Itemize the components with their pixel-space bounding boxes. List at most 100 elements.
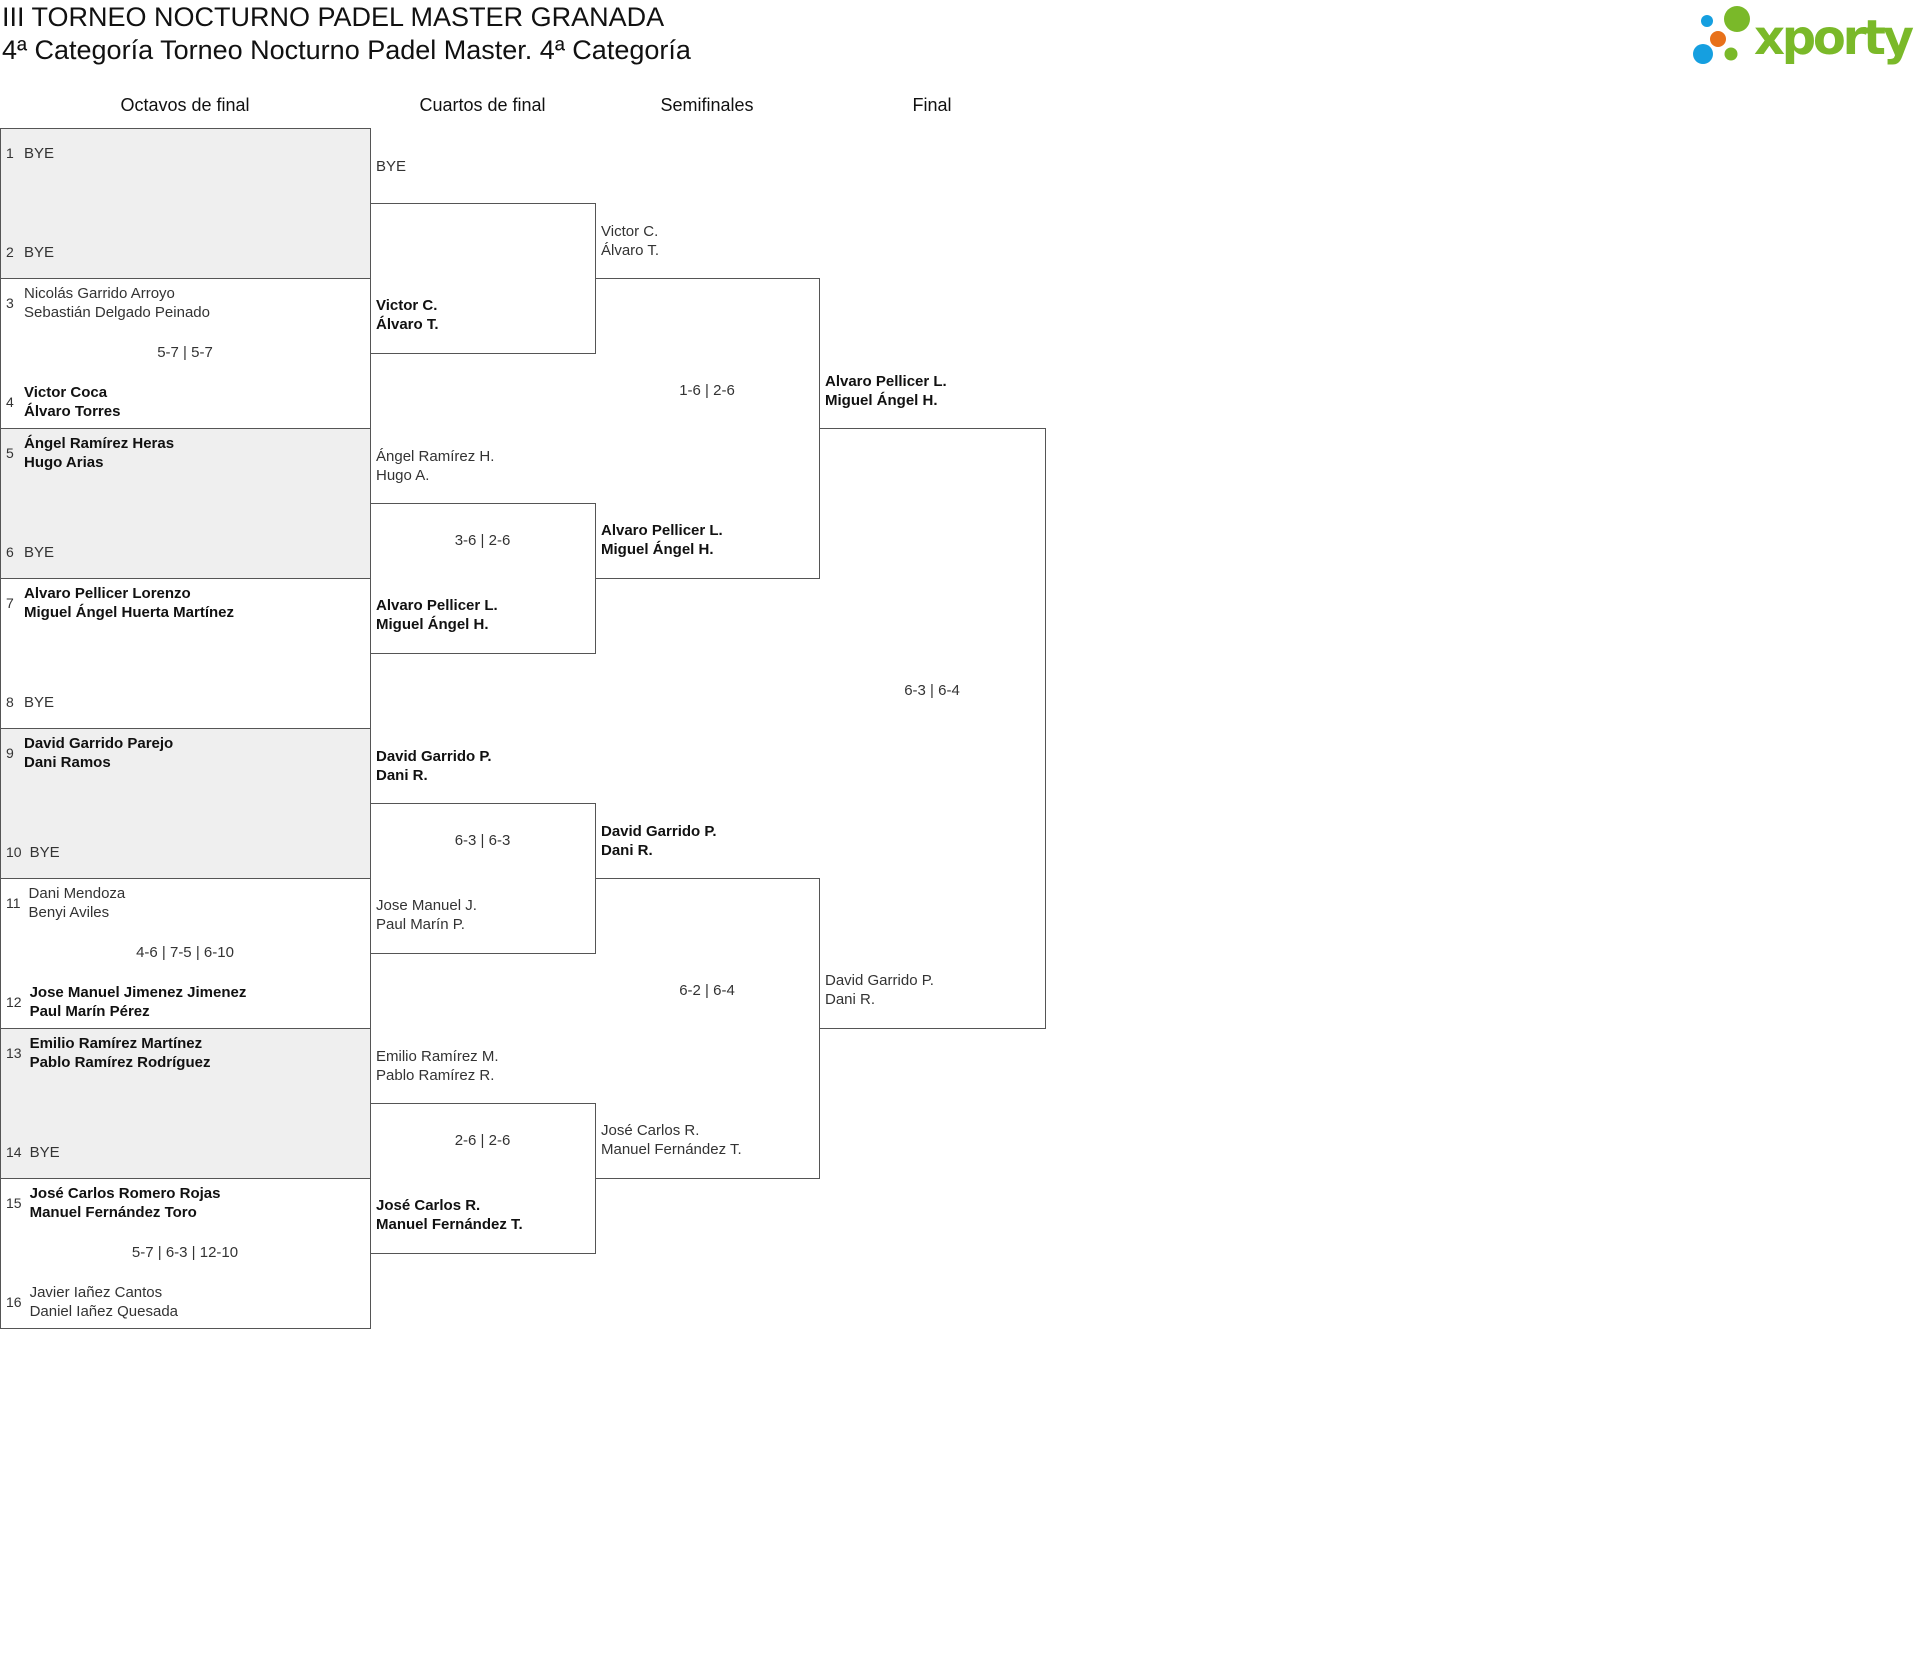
seed-number: 8 bbox=[6, 693, 14, 710]
player-name: Alvaro Pellicer L. bbox=[825, 373, 947, 390]
seed-number: 1 bbox=[6, 144, 14, 161]
player-name: Jose Manuel Jimenez Jimenez bbox=[29, 984, 247, 1001]
team-names: David Garrido P.Dani R. bbox=[825, 971, 934, 1009]
match-box bbox=[0, 1028, 371, 1179]
match-score: 5-7 | 5-7 bbox=[157, 344, 213, 361]
team-names: BYE bbox=[24, 144, 54, 163]
team-names: BYE bbox=[30, 1143, 60, 1162]
seed-number: 4 bbox=[6, 393, 14, 410]
match-score: 6-2 | 6-4 bbox=[679, 982, 735, 999]
player-name: David Garrido P. bbox=[825, 972, 934, 989]
player-name: Alvaro Pellicer L. bbox=[601, 522, 723, 539]
player-name: BYE bbox=[24, 243, 55, 261]
player-name: José Carlos Romero Rojas bbox=[29, 1185, 221, 1202]
player-name: Emilio Ramírez Martínez bbox=[29, 1035, 203, 1052]
round-header: Final bbox=[912, 95, 952, 115]
team-names: Emilio Ramírez M.Pablo Ramírez R. bbox=[376, 1047, 499, 1085]
player-name: Miguel Ángel H. bbox=[601, 541, 714, 558]
team-names: BYE bbox=[30, 843, 60, 862]
team-entry: Ángel Ramírez H.Hugo A. bbox=[376, 447, 591, 485]
player-name: Sebastián Delgado Peinado bbox=[24, 304, 210, 321]
team-entry: Victor C. Álvaro T. bbox=[376, 296, 591, 334]
seed-number: 14 bbox=[6, 1143, 22, 1160]
team-entry: Emilio Ramírez M.Pablo Ramírez R. bbox=[376, 1047, 591, 1085]
seed-number: 5 bbox=[6, 444, 14, 461]
bye-slot: BYE bbox=[376, 147, 591, 185]
player-name: BYE bbox=[24, 144, 55, 162]
team-names: Jose Manuel J. Paul Marín P. bbox=[376, 896, 477, 934]
match-score: 3-6 | 2-6 bbox=[454, 532, 511, 549]
player-name: Manuel Fernández Toro bbox=[29, 1204, 197, 1221]
player-name: Álvaro Torres bbox=[24, 403, 121, 420]
player-name: Nicolás Garrido Arroyo bbox=[24, 285, 175, 302]
player-name: David Garrido Parejo bbox=[24, 735, 174, 752]
team-entry: Victor C.Álvaro T. bbox=[601, 222, 815, 260]
player-name: Alvaro Pellicer Lorenzo bbox=[24, 585, 191, 602]
player-name: BYE bbox=[24, 693, 55, 711]
team-entry: José Carlos R.Manuel Fernández T. bbox=[376, 1196, 591, 1234]
player-name: BYE bbox=[29, 843, 60, 861]
team-entry: Alvaro Pellicer L.Miguel Ángel H. bbox=[825, 372, 1041, 410]
player-name: Miguel Ángel H. bbox=[376, 616, 489, 633]
player-name: BYE bbox=[29, 1143, 60, 1161]
team-entry: Alvaro Pellicer L. Miguel Ángel H. bbox=[601, 521, 815, 559]
team-names: BYE bbox=[376, 157, 406, 176]
match-score: 5-7 | 6-3 | 12-10 bbox=[131, 1244, 239, 1261]
player-name: Álvaro T. bbox=[376, 316, 439, 333]
seed-number: 6 bbox=[6, 543, 14, 560]
match-box bbox=[0, 428, 371, 579]
player-name: Emilio Ramírez M. bbox=[376, 1048, 499, 1065]
bye-slot: 8 BYE bbox=[6, 683, 366, 721]
team-names: Ángel Ramírez H.Hugo A. bbox=[376, 447, 494, 485]
tournament-title: III TORNEO NOCTURNO PADEL MASTER GRANADA bbox=[2, 2, 665, 32]
match-score: 1-6 | 2-6 bbox=[679, 382, 735, 399]
team-names: Alvaro Pellicer L.Miguel Ángel H. bbox=[376, 596, 498, 634]
player-name: Miguel Ángel Huerta Martínez bbox=[24, 604, 235, 621]
player-name: Dani Mendoza bbox=[28, 885, 126, 902]
player-name: José Carlos R. bbox=[376, 1197, 481, 1214]
seed-number: 3 bbox=[6, 294, 14, 311]
seed-number: 12 bbox=[6, 993, 22, 1010]
xporty-logo: xporty bbox=[1688, 4, 1918, 73]
match-score: 6-3 | 6-4 bbox=[904, 682, 960, 699]
seed-number: 7 bbox=[6, 594, 14, 611]
team-entry: Jose Manuel J. Paul Marín P. bbox=[376, 896, 591, 934]
player-name: Paul Marín P. bbox=[376, 916, 465, 933]
player-name: Dani R. bbox=[376, 767, 428, 784]
player-name: Victor C. bbox=[376, 297, 438, 314]
round-header: Cuartos de final bbox=[419, 95, 546, 115]
player-name: Dani Ramos bbox=[24, 754, 111, 771]
seed-number: 13 bbox=[6, 1044, 22, 1061]
match-box bbox=[0, 728, 371, 879]
player-name: Ángel Ramírez Heras bbox=[24, 435, 175, 452]
player-name: José Carlos R. bbox=[601, 1122, 700, 1139]
team-entry: David Garrido P.Dani R. bbox=[825, 971, 1041, 1009]
player-name: Jose Manuel J. bbox=[376, 897, 477, 914]
team-names: BYE bbox=[24, 243, 54, 262]
team-names: David Garrido P.Dani R. bbox=[376, 747, 492, 785]
bye-slot: 6 BYE bbox=[6, 533, 366, 571]
player-name: BYE bbox=[24, 543, 55, 561]
player-name: BYE bbox=[376, 157, 407, 175]
seed-number: 9 bbox=[6, 744, 14, 761]
team-names: David Garrido P.Dani R. bbox=[601, 822, 717, 860]
team-entry: Alvaro Pellicer L.Miguel Ángel H. bbox=[376, 596, 591, 634]
player-name: Hugo Arias bbox=[24, 454, 104, 471]
player-name: Álvaro T. bbox=[601, 242, 660, 259]
svg-text:xporty: xporty bbox=[1754, 10, 1914, 66]
player-name: Paul Marín Pérez bbox=[29, 1003, 150, 1020]
match-box bbox=[819, 428, 1046, 1029]
